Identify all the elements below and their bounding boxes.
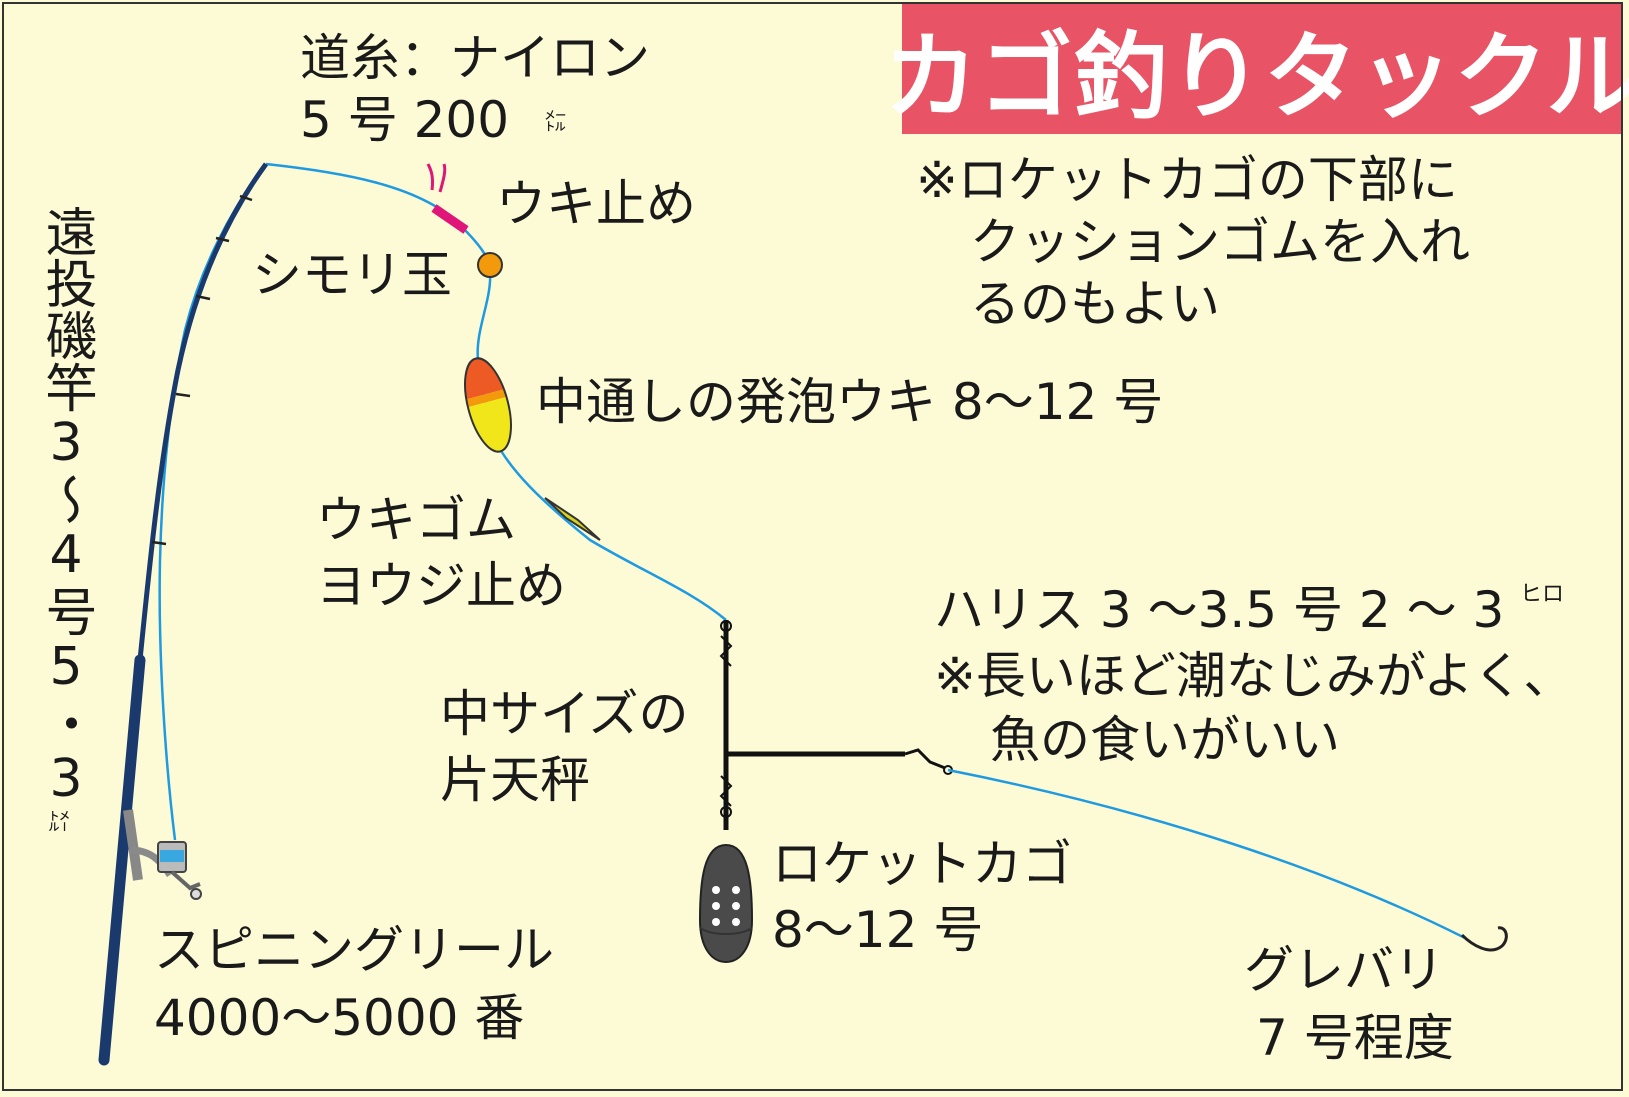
uki-gomu bbox=[544, 497, 601, 541]
rod-butt bbox=[98, 654, 146, 1066]
rod-line bbox=[158, 163, 267, 841]
uki-gomu-label-1: ウキゴム bbox=[316, 491, 516, 549]
basket-label-2: 8〜12 号 bbox=[772, 901, 984, 959]
hook-label-1: グレバリ bbox=[1244, 941, 1444, 999]
tenbin-label-1: 中サイズの bbox=[440, 685, 689, 743]
leader-label-2: ※長いほど潮なじみがよく、 bbox=[934, 647, 1574, 705]
main-line-unit: ㍍ bbox=[544, 110, 567, 135]
note-line-1: ※ロケットカゴの下部に bbox=[916, 151, 1458, 209]
spinning-reel bbox=[123, 809, 202, 900]
float-stopper bbox=[426, 163, 469, 234]
title-banner: カゴ釣りタックル bbox=[884, 4, 1629, 134]
float bbox=[456, 353, 520, 457]
tenbin-label-2: 片天秤 bbox=[440, 751, 590, 809]
float-label: 中通しの発泡ウキ 8〜12 号 bbox=[536, 373, 1164, 431]
rocket-basket bbox=[698, 843, 754, 964]
leader-label-3: 魚の食いがいい bbox=[990, 711, 1340, 769]
basket-label-1: ロケットカゴ bbox=[772, 835, 1072, 893]
tenbin bbox=[719, 620, 953, 830]
note-line-3: るのもよい bbox=[970, 275, 1220, 333]
main-line-label-1: 道糸：ナイロン bbox=[300, 29, 650, 87]
leader-line bbox=[947, 768, 1466, 940]
leader-label-1: ハリス 3 〜3.5 号 2 〜 3 bbox=[934, 581, 1505, 639]
rod-guides bbox=[151, 194, 253, 546]
uki-gomu-label-2: ヨウジ止め bbox=[316, 557, 566, 615]
note-line-2: クッションゴムを入れ bbox=[970, 213, 1470, 271]
shimori-bead bbox=[477, 252, 503, 278]
reel-label-1: スピニングリール bbox=[154, 921, 554, 979]
hook-label-2: 7 号程度 bbox=[1256, 1009, 1454, 1067]
rod-label: 遠投磯竿3〜4号5・3 bbox=[36, 205, 96, 809]
leader-unit: ヒロ bbox=[1520, 582, 1565, 607]
main-line-label-2: 5 号 200 bbox=[300, 91, 510, 149]
hook bbox=[1460, 926, 1508, 952]
page-title: カゴ釣りタックル bbox=[883, 23, 1629, 132]
reel-label-2: 4000〜5000 番 bbox=[154, 989, 525, 1047]
shimori-label: シモリ玉 bbox=[252, 246, 452, 304]
float-stopper-label: ウキ止め bbox=[496, 175, 696, 233]
rod-unit: ㍍ bbox=[44, 810, 69, 832]
